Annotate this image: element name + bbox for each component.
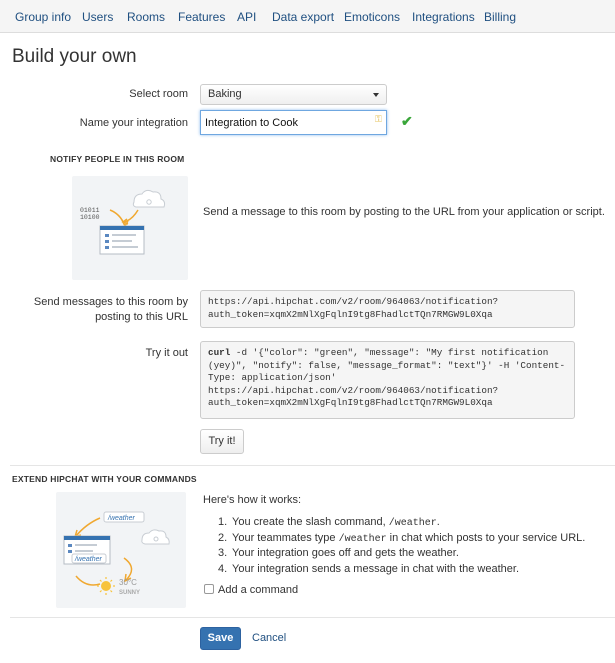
- notify-description: Send a message to this room by posting t…: [203, 206, 605, 218]
- post-url-label-line2: posting to this URL: [95, 311, 188, 323]
- tab-group-info[interactable]: Group info: [15, 10, 72, 24]
- integration-name-label: Name your integration: [79, 117, 188, 129]
- tab-api[interactable]: API: [237, 10, 257, 24]
- curl-keyword: curl: [208, 347, 231, 358]
- checkbox-icon[interactable]: [204, 584, 214, 594]
- step-number: 4.: [218, 562, 228, 575]
- room-select-value: Baking: [208, 88, 242, 100]
- step-text-end: in chat which posts to your service URL.: [386, 531, 586, 544]
- step-text: You create the slash command,: [232, 516, 389, 528]
- step-number: 3.: [218, 547, 228, 559]
- integration-name-input[interactable]: [200, 110, 387, 135]
- footer-divider: [10, 617, 615, 618]
- how-it-works-title: Here's how it works:: [203, 494, 302, 506]
- cmd-text-1: /weather: [107, 515, 136, 522]
- add-command-label: Add a command: [218, 584, 299, 596]
- cloud-icon: [132, 189, 166, 208]
- list-item: 2. Your teammates type /weather in chat w…: [218, 532, 585, 548]
- tab-billing[interactable]: Billing: [484, 10, 517, 24]
- binary-text-1: 01011: [80, 207, 100, 214]
- curl-command-body: -d '{"color": "green", "message": "My fi…: [208, 347, 566, 409]
- list-item: 3. Your integration goes off and gets the…: [218, 547, 585, 563]
- tab-users[interactable]: Users: [82, 10, 114, 24]
- step-code: /weather: [388, 518, 437, 529]
- chevron-down-icon: [373, 93, 379, 97]
- page-title: Build your own: [12, 46, 137, 67]
- step-text: Your teammates type: [232, 531, 339, 544]
- notify-section-heading: NOTIFY PEOPLE IN THIS ROOM: [50, 154, 185, 164]
- checkmark-icon: ✔: [401, 113, 413, 129]
- step-text: Your integration sends a message in chat…: [232, 562, 519, 575]
- post-url-box[interactable]: https://api.hipchat.com/v2/room/964063/n…: [200, 290, 575, 328]
- add-command-checkbox[interactable]: Add a command: [204, 584, 298, 596]
- sun-icon: [101, 581, 111, 591]
- curl-command-box[interactable]: curl -d '{"color": "green", "message": "…: [200, 341, 575, 419]
- arrow-icon: [75, 517, 101, 537]
- cancel-link[interactable]: Cancel: [252, 632, 287, 644]
- save-button[interactable]: Save: [200, 627, 241, 650]
- room-select[interactable]: Baking: [200, 84, 387, 105]
- step-code: /weather: [338, 533, 387, 545]
- try-it-out-label: Try it out: [145, 347, 188, 359]
- top-nav: Group info Users Rooms Features API Data…: [0, 0, 615, 33]
- weather-cond-text: SUNNY: [119, 590, 140, 596]
- cmd-text-2: /weather: [74, 556, 103, 563]
- slash-command-illustration: /weather /weather 30°C SUNNY: [56, 492, 186, 608]
- post-url-label-line1: Send messages to this room by: [33, 296, 188, 308]
- extend-section-heading: EXTEND HIPCHAT WITH YOUR COMMANDS: [12, 474, 197, 484]
- tab-rooms[interactable]: Rooms: [127, 10, 166, 24]
- tab-integrations[interactable]: Integrations: [412, 10, 475, 24]
- tab-emoticons[interactable]: Emoticons: [344, 10, 401, 24]
- try-it-button[interactable]: Try it!: [200, 429, 244, 454]
- tab-features[interactable]: Features: [178, 10, 226, 24]
- list-item: 1. You create the slash command, /weather…: [218, 516, 585, 532]
- step-number: 1.: [218, 516, 228, 528]
- binary-text-2: 10100: [80, 214, 100, 221]
- tab-data-export[interactable]: Data export: [272, 10, 335, 24]
- temp-text: 30°C: [119, 578, 137, 587]
- steps-list: 1. You create the slash command, /weather…: [218, 516, 585, 578]
- notify-illustration: 01011 10100: [72, 176, 188, 280]
- list-item: 4. Your integration sends a message in ch…: [218, 563, 585, 579]
- step-number: 2.: [218, 531, 228, 544]
- key-icon: ⚿: [375, 114, 382, 124]
- step-text-end: .: [436, 516, 440, 528]
- step-text: Your integration goes off and gets the w…: [232, 547, 459, 559]
- select-room-label: Select room: [129, 88, 188, 100]
- section-divider: [10, 465, 615, 466]
